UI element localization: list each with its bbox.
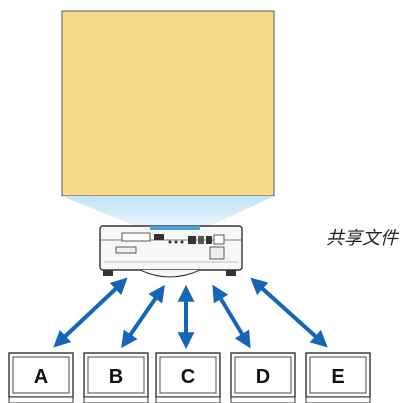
monitor-b: B: [83, 352, 149, 403]
monitor-label: B: [109, 366, 123, 388]
monitor-d: D: [230, 352, 296, 403]
arrow-e: [250, 277, 328, 348]
monitor-c: C: [155, 352, 221, 403]
monitor-e: E: [305, 352, 371, 403]
monitor-label: E: [331, 366, 344, 388]
monitor-label: A: [34, 366, 48, 388]
monitor-label: C: [181, 366, 195, 388]
arrow-b: [121, 284, 165, 349]
monitor-a: A: [8, 352, 74, 403]
arrow-d: [212, 284, 251, 349]
projection-screen: [61, 10, 275, 197]
connection-arrows: [53, 277, 328, 350]
monitor-label: D: [256, 366, 270, 388]
projector: [99, 225, 243, 278]
shared-file-caption: 共享文件: [326, 228, 398, 249]
light-beam: [62, 196, 274, 228]
arrow-a: [53, 277, 128, 348]
